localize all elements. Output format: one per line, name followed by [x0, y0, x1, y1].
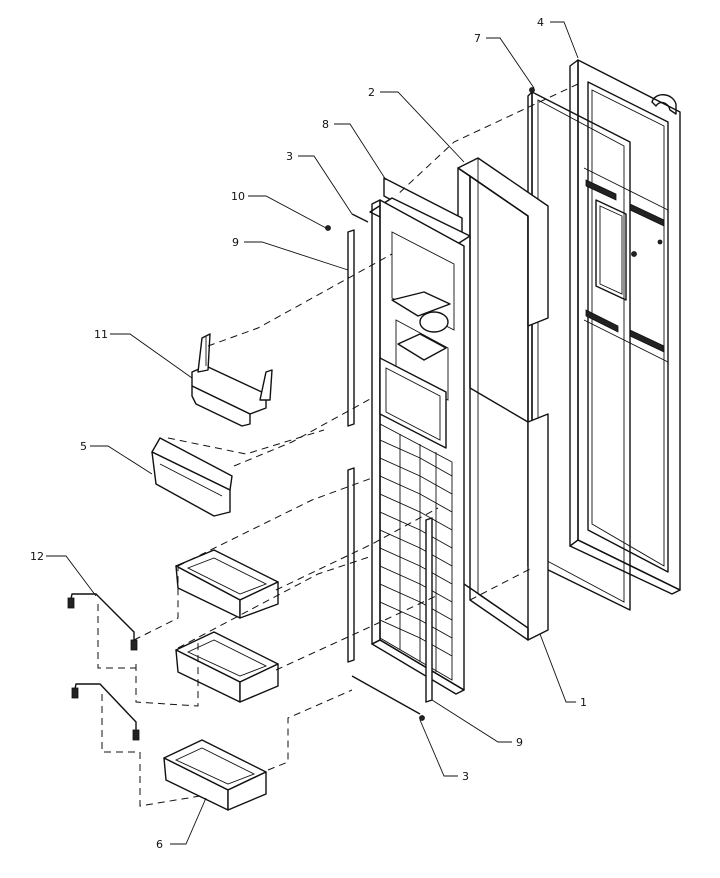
door-bin-bottom — [163, 739, 267, 811]
callout-label: 9 — [232, 236, 239, 249]
door-bin-middle — [175, 631, 279, 703]
callout-label: 2 — [368, 86, 375, 99]
breaker-strip-lower — [347, 467, 433, 703]
door-bin-upper — [191, 333, 273, 427]
callout-label: 3 — [286, 150, 293, 163]
callout-label: 9 — [516, 736, 523, 749]
breaker-strip-upper — [347, 229, 355, 427]
callout-label: 7 — [474, 32, 481, 45]
door-inner-body — [369, 177, 471, 695]
callout-label: 6 — [156, 838, 163, 851]
shelf-ribs — [379, 434, 453, 672]
door-bin-5 — [151, 437, 233, 517]
callout-leaders — [46, 21, 579, 845]
callout-label: 3 — [462, 770, 469, 783]
assembly-guide-lines — [97, 83, 579, 807]
screw-parts — [325, 213, 425, 721]
callout-labels: 4 7 2 8 3 10 9 11 5 12 1 9 3 6 — [30, 16, 587, 851]
retainer-bar-upper — [67, 593, 138, 651]
callout-label: 5 — [80, 440, 87, 453]
callout-label: 12 — [30, 550, 44, 563]
callout-label: 8 — [322, 118, 329, 131]
callout-label: 11 — [94, 328, 108, 341]
callout-label: 4 — [537, 16, 544, 29]
callout-label: 10 — [231, 190, 245, 203]
callout-label: 1 — [580, 696, 587, 709]
door-liner — [457, 157, 549, 641]
door-bin-top — [175, 549, 279, 619]
retainer-bar-lower — [71, 683, 140, 741]
